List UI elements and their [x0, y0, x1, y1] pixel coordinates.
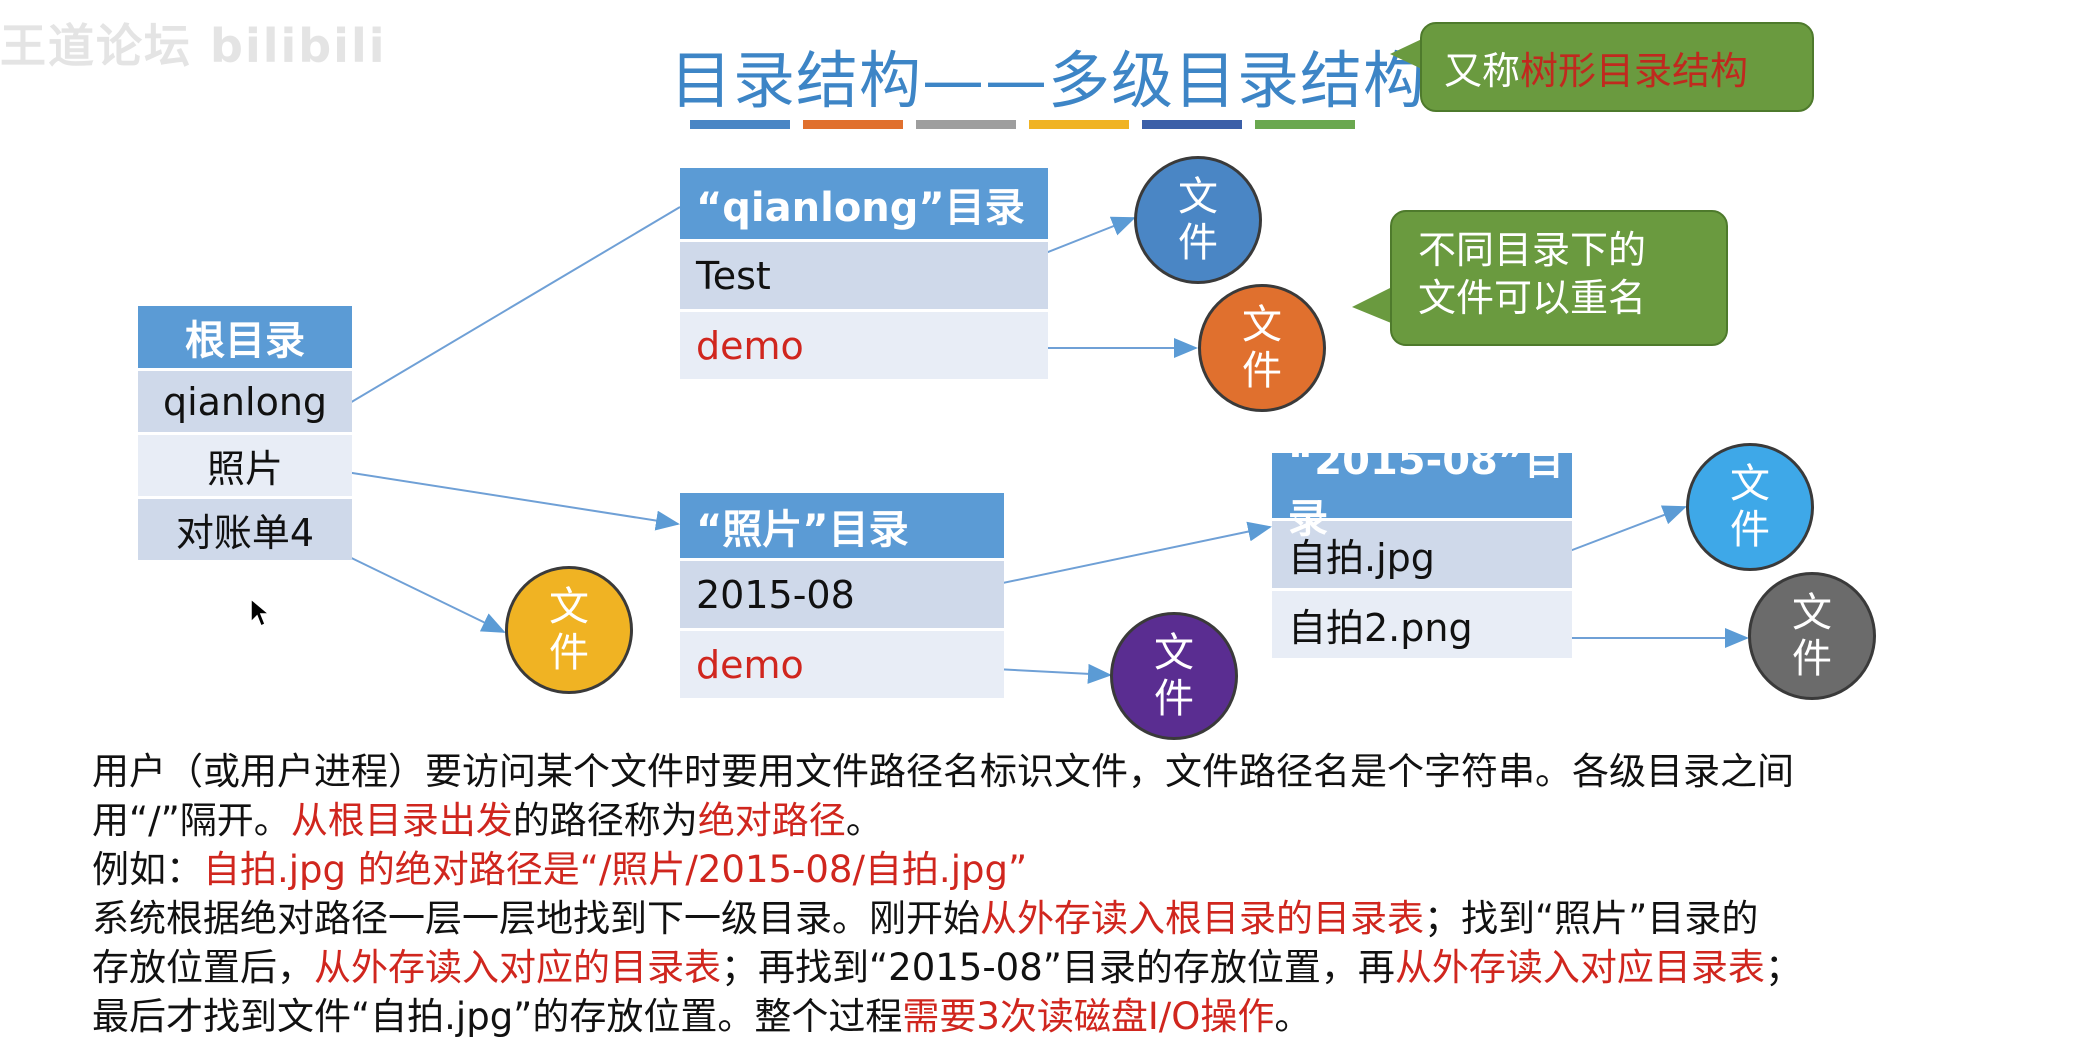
file-icon-qianlong-demo[interactable]: 文件 [1198, 284, 1326, 412]
para-l5-a: 存放位置后， [92, 946, 314, 989]
root-row-bill[interactable]: 对账单4 [138, 499, 352, 563]
file-icon-photo-demo[interactable]: 文件 [1110, 612, 1238, 740]
file-label-2: 件 [1730, 507, 1770, 553]
para-l2-a: 用“/”隔开。 [92, 799, 291, 842]
description-line-1: 用户（或用户进程）要访问某个文件时要用文件路径名标识文件，文件路径名是个字符串。… [92, 748, 1794, 796]
file-icon-selfie-jpg[interactable]: 文件 [1686, 443, 1814, 571]
title-underline-5 [1142, 120, 1242, 129]
description-line-5: 存放位置后，从外存读入对应的目录表；再找到“2015-08”目录的存放位置，再从… [92, 944, 1802, 992]
arrow-root-photo [332, 469, 680, 531]
date-dir-header: “2015-08”目录 [1272, 438, 1572, 542]
arrow-pdemo-file [994, 663, 1112, 684]
file-label-1: 文 [1178, 174, 1218, 220]
para-l6-c: 。 [1274, 995, 1312, 1038]
watermark: 王道论坛 bilibili [0, 19, 387, 73]
para-l3-b: 自拍.jpg 的绝对路径是“/照片/2015-08/自拍.jpg” [203, 848, 1028, 891]
photo-dir-header: “照片”目录 [680, 493, 1004, 561]
callout-tree-pointer [1390, 38, 1424, 70]
file-label-1: 文 [1242, 302, 1282, 348]
file-label-1: 文 [549, 584, 589, 630]
description-line-3: 例如：自拍.jpg 的绝对路径是“/照片/2015-08/自拍.jpg” [92, 846, 1027, 894]
title-underline-2 [803, 120, 903, 129]
file-icon-selfie-png[interactable]: 文件 [1748, 572, 1876, 700]
photo-row-demo[interactable]: demo [680, 631, 1004, 701]
para-l4-c: ；找到“照片”目录的 [1424, 897, 1759, 940]
para-l1: 用户（或用户进程）要访问某个文件时要用文件路径名标识文件，文件路径名是个字符串。… [92, 750, 1794, 793]
qianlong-dir-header: “qianlong”目录 [680, 168, 1048, 242]
para-l4-b: 从外存读入根目录的目录表 [980, 897, 1424, 940]
file-label-2: 件 [1154, 676, 1194, 722]
para-l6-a: 最后才找到文件“自拍.jpg”的存放位置。整个过程 [92, 995, 903, 1038]
para-l2-d: 绝对路径 [697, 799, 846, 842]
description-line-4: 系统根据绝对路径一层一层地找到下一级目录。刚开始从外存读入根目录的目录表；找到“… [92, 895, 1758, 943]
title-underline-3 [916, 120, 1016, 129]
qianlong-row-test[interactable]: Test [680, 242, 1048, 312]
file-label-2: 件 [549, 630, 589, 676]
para-l2-e: 。 [845, 799, 883, 842]
para-l2-c: 的路径称为 [512, 799, 698, 842]
file-icon-qianlong-test[interactable]: 文件 [1134, 156, 1262, 284]
title-underline-4 [1029, 120, 1129, 129]
para-l3-a: 例如： [92, 848, 203, 891]
photo-row-2015[interactable]: 2015-08 [680, 561, 1004, 631]
arrow-root-bill [334, 549, 506, 633]
mouse-cursor-icon [250, 597, 272, 632]
callout-rename-pointer [1352, 285, 1396, 325]
file-label-2: 件 [1178, 220, 1218, 266]
root-row-photo[interactable]: 照片 [138, 435, 352, 499]
date-row-png[interactable]: 自拍2.png [1272, 591, 1572, 661]
root-row-qianlong[interactable]: qianlong [138, 371, 352, 435]
title-underline-1 [690, 120, 790, 129]
file-label-1: 文 [1792, 590, 1832, 636]
qianlong-directory-table: “qianlong”目录 Test demo [680, 168, 1048, 382]
para-l4-a: 系统根据绝对路径一层一层地找到下一级目录。刚开始 [92, 897, 980, 940]
file-label-2: 件 [1792, 636, 1832, 682]
root-dir-header: 根目录 [138, 306, 352, 371]
date-directory-table: “2015-08”目录 自拍.jpg 自拍2.png [1272, 438, 1572, 661]
file-label-2: 件 [1242, 348, 1282, 394]
para-l2-b: 从根目录出发 [290, 799, 513, 842]
para-l5-c: ；再找到“2015-08”目录的存放位置，再 [721, 946, 1395, 989]
para-l5-b: 从外存读入对应的目录表 [314, 946, 721, 989]
photo-directory-table: “照片”目录 2015-08 demo [680, 493, 1004, 701]
title-underline-6 [1255, 120, 1355, 129]
root-directory-table: 根目录 qianlong 照片 对账单4 [138, 306, 352, 563]
callout-rename-line1: 不同目录下的 [1418, 228, 1647, 272]
line-root-qianlong [337, 206, 681, 411]
callout-rename-line2: 文件可以重名 [1418, 276, 1647, 320]
file-icon-root-bill[interactable]: 文件 [505, 566, 633, 694]
callout-tree: 又称树形目录结构 [1420, 22, 1814, 112]
file-label-1: 文 [1154, 630, 1194, 676]
callout-tree-highlight: 树形目录结构 [1520, 48, 1749, 93]
description-line-2: 用“/”隔开。从根目录出发的路径称为绝对路径。 [92, 797, 883, 845]
date-row-jpg[interactable]: 自拍.jpg [1272, 521, 1572, 591]
description-line-6: 最后才找到文件“自拍.jpg”的存放位置。整个过程需要3次读磁盘I/O操作。 [92, 993, 1311, 1041]
para-l5-e: ； [1764, 946, 1802, 989]
arrow-2015-dir [954, 521, 1272, 594]
para-l5-d: 从外存读入对应目录表 [1394, 946, 1765, 989]
file-label-1: 文 [1730, 461, 1770, 507]
para-l6-b: 需要3次读磁盘I/O操作 [902, 995, 1275, 1038]
page-title: 目录结构——多级目录结构 [670, 44, 1427, 117]
callout-tree-prefix: 又称 [1444, 48, 1521, 93]
qianlong-row-demo[interactable]: demo [680, 312, 1048, 382]
callout-rename: 不同目录下的 文件可以重名 [1390, 210, 1728, 346]
